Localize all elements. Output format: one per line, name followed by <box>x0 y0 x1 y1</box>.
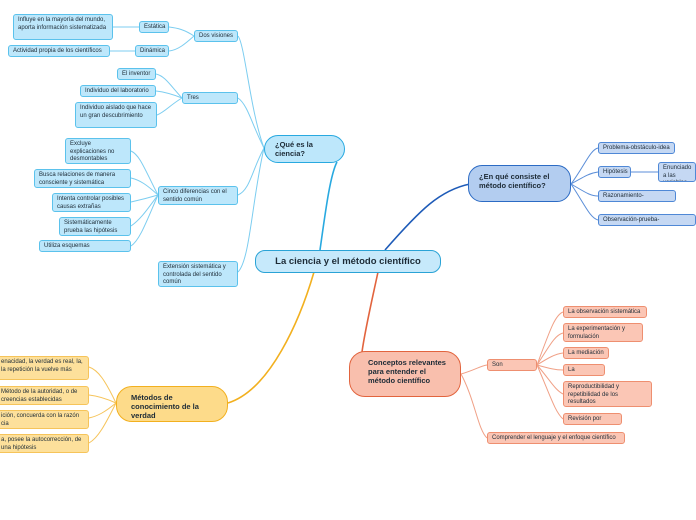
leaf-diferencia[interactable]: Intenta controlar posibles causas extrañ… <box>52 193 131 212</box>
leaf-metodo-conocimiento[interactable]: ición, concuerda con la razón cia <box>0 410 89 429</box>
leaf-concepto[interactable]: La observación sistemática <box>563 306 647 318</box>
leaf-diferencia[interactable]: Busca relaciones de manera consciente y … <box>34 169 131 188</box>
connector-central-metodos <box>227 271 315 404</box>
detail-estatica[interactable]: Influye en la mayoría del mundo, aporta … <box>13 14 113 40</box>
leaf-concepto[interactable]: La mediación <box>563 347 609 359</box>
leaf-concepto[interactable]: Reproductibilidad y repetibilidad de los… <box>563 381 652 407</box>
leaf-concepto[interactable]: La experimentación y formulación <box>563 323 643 342</box>
subtopic-dinamica[interactable]: Dinámica <box>135 45 169 57</box>
leaf-metodo-paso[interactable]: Razonamiento-deducción <box>598 190 676 202</box>
connector-central-conceptos <box>361 271 379 353</box>
leaf-estereotipo[interactable]: El inventor <box>117 68 156 80</box>
leaf-diferencia[interactable]: Excluye explicaciones no desmontables <box>65 138 131 164</box>
topic-en-que-consiste[interactable]: ¿En qué consiste el método científico? <box>468 165 571 202</box>
leaf-diferencia[interactable]: Utiliza esquemas conceptuales <box>39 240 131 252</box>
topic-conceptos-relevantes[interactable]: Conceptos relevantes para entender el mé… <box>349 351 461 397</box>
subtopic-son-necesarios[interactable]: Son necesarios <box>487 359 537 371</box>
leaf-diferencia[interactable]: Sistemáticamente prueba las hipótesis <box>59 217 131 236</box>
leaf-metodo-paso[interactable]: Observación-prueba-experimento <box>598 214 696 226</box>
connectors-metodo <box>570 147 658 221</box>
leaf-concepto[interactable]: Revisión por pares <box>563 413 622 425</box>
leaf-metodo-paso[interactable]: Problema-obstáculo-idea <box>598 142 675 154</box>
subtopic-estatica[interactable]: Estática <box>139 21 169 33</box>
leaf-metodo-conocimiento[interactable]: a, posee la autocorrección, de una hipót… <box>0 434 89 453</box>
leaf-estereotipo[interactable]: Individuo aislado que hace un gran descu… <box>75 102 157 128</box>
topic-que-es-la-ciencia[interactable]: ¿Qué es la ciencia? <box>264 135 345 163</box>
connectors-conceptos <box>460 311 564 439</box>
connectors-que-es <box>110 26 265 273</box>
subtopic-extension[interactable]: Extensión sistemática y controlada del s… <box>158 261 238 287</box>
leaf-metodo-paso[interactable]: Hipótesis <box>598 166 631 178</box>
leaf-metodo-conocimiento[interactable]: enacidad, la verdad es real, la, la repe… <box>0 356 89 380</box>
leaf-metodo-conocimiento[interactable]: Método de la autoridad, o de creencias e… <box>0 386 89 405</box>
subtopic-comprender[interactable]: Comprender el lenguaje y el enfoque cien… <box>487 432 625 444</box>
leaf-concepto[interactable]: La hipótesis <box>563 364 605 376</box>
leaf-hipotesis-detalle[interactable]: Enunciado a las variables <box>658 162 696 182</box>
subtopic-tres-estereotipos[interactable]: Tres estereotipos <box>182 92 238 104</box>
connector-central-metodo <box>384 183 471 251</box>
subtopic-dos-visiones[interactable]: Dos visiones <box>194 30 238 42</box>
leaf-estereotipo[interactable]: Individuo del laboratorio <box>80 85 156 97</box>
connector-central-que-es <box>319 161 338 251</box>
central-topic[interactable]: La ciencia y el método científico <box>255 250 441 273</box>
topic-metodos-conocimiento[interactable]: Métodos de conocimiento de la verdad <box>116 386 228 422</box>
subtopic-cinco-diferencias[interactable]: Cinco diferencias con el sentido común <box>158 186 238 205</box>
detail-dinamica[interactable]: Actividad propia de los científicos <box>8 45 110 57</box>
connectors-metodos <box>88 366 117 444</box>
